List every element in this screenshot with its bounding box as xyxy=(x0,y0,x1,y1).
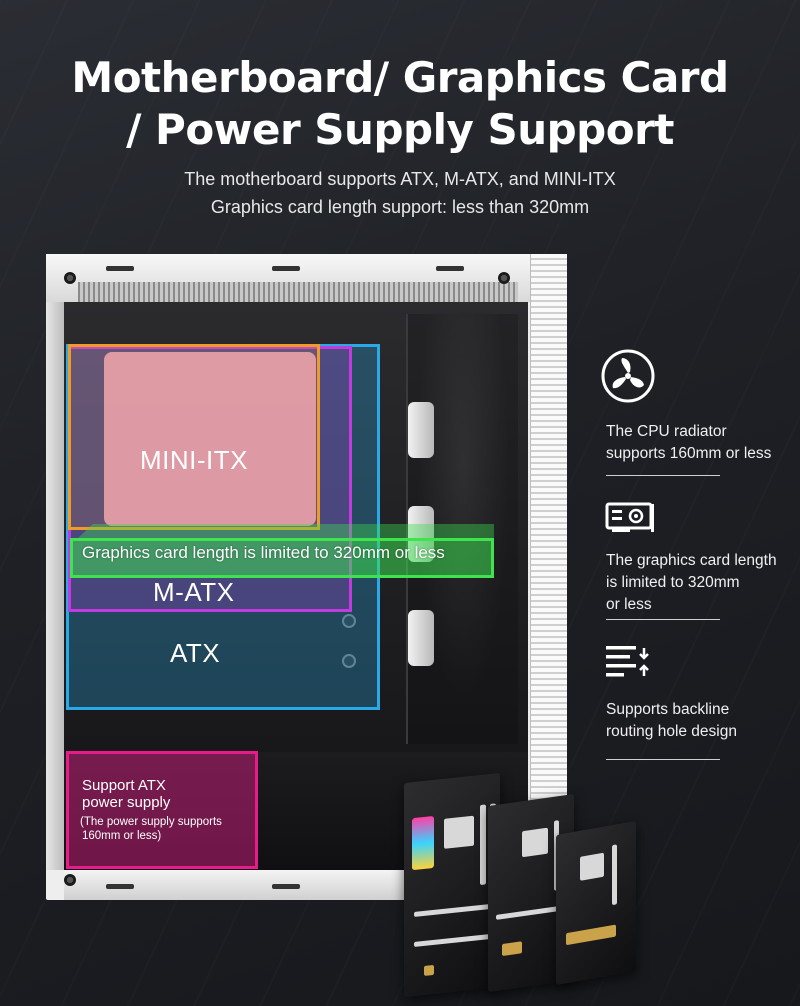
page-title-line-2: / Power Supply Support xyxy=(126,105,674,154)
psu-zone xyxy=(66,751,258,869)
standoff xyxy=(342,654,356,668)
case-slot xyxy=(436,266,464,271)
case-slot xyxy=(106,266,134,271)
case-slot xyxy=(106,884,134,889)
cpu-socket xyxy=(580,852,604,881)
cpu-socket xyxy=(444,815,474,849)
page-title-line-1: Motherboard/ Graphics Card xyxy=(71,53,729,102)
ram-slot xyxy=(480,804,486,886)
screw-icon xyxy=(64,874,76,886)
fan-icon xyxy=(601,349,655,403)
fan-led-strip xyxy=(408,402,434,458)
screw-icon xyxy=(64,272,76,284)
ram-slot xyxy=(612,844,617,906)
pcie-slot xyxy=(414,934,490,947)
graphics-card-icon xyxy=(605,502,654,532)
atx-motherboard-image xyxy=(404,772,500,998)
subtitle-line-2: Graphics card length support: less than … xyxy=(210,197,590,217)
standoff xyxy=(342,614,356,628)
feature-divider xyxy=(606,475,720,476)
fan-led-strip xyxy=(408,610,434,666)
heatsink xyxy=(566,924,616,946)
feature-routing-line-1: Supports backline xyxy=(606,701,730,718)
case-left-rail xyxy=(46,302,64,870)
case-top-mesh xyxy=(78,282,518,302)
subtitle-line-1: The motherboard supports ATX, M-ATX, and… xyxy=(184,169,616,189)
feature-cpu-radiator-line-2: supports 160mm or less xyxy=(606,445,772,462)
gpu-zone-label: Graphics card length is limited to 320mm… xyxy=(82,543,445,562)
psu-note-line-2: 160mm or less) xyxy=(82,830,162,842)
atx-label: ATX xyxy=(170,638,221,668)
feature-divider xyxy=(606,759,720,760)
gpu-zone-top xyxy=(76,524,494,540)
psu-note-line-1: (The power supply supports xyxy=(80,816,222,828)
case-slot xyxy=(272,884,300,889)
pcie-slot xyxy=(414,904,490,917)
feature-gpu-line-3: or less xyxy=(606,596,652,613)
cable-routing-icon xyxy=(606,646,649,677)
case-slot xyxy=(272,266,300,271)
feature-gpu-line-2: is limited to 320mm xyxy=(606,574,740,591)
psu-title-line-1: Support ATX xyxy=(82,777,166,794)
heatsink xyxy=(502,941,522,957)
mini-itx-board-shape xyxy=(104,352,316,526)
mini-itx-label: MINI-ITX xyxy=(140,445,248,475)
feature-gpu-line-1: The graphics card length xyxy=(606,552,777,569)
feature-routing-line-2: routing hole design xyxy=(606,723,737,740)
feature-divider xyxy=(606,619,720,620)
screw-icon xyxy=(498,272,510,284)
rgb-heatsink xyxy=(412,815,434,871)
feature-cpu-radiator-line-1: The CPU radiator xyxy=(606,423,727,440)
mini-itx-motherboard-image xyxy=(556,820,636,986)
psu-title-line-2: power supply xyxy=(82,794,171,811)
mini-itx-zone xyxy=(68,344,320,530)
case-front-panel xyxy=(530,254,567,864)
m-atx-label: M-ATX xyxy=(153,577,235,607)
gpu-zone xyxy=(70,538,494,578)
capacitor xyxy=(424,964,434,976)
cpu-socket xyxy=(522,827,548,858)
